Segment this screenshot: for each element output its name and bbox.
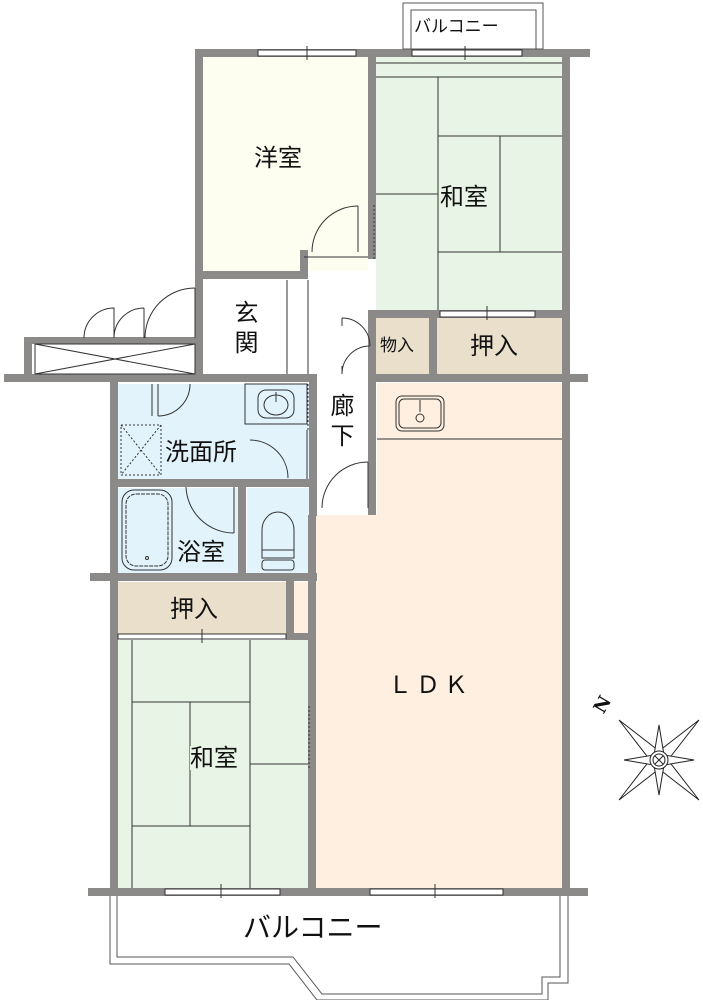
wall — [90, 573, 317, 581]
wall — [195, 49, 203, 280]
japanese-room-south-label: 和室 — [190, 744, 238, 772]
wall — [24, 337, 32, 377]
wall — [110, 374, 118, 895]
wall — [368, 49, 376, 259]
western-room-label: 洋室 — [254, 144, 302, 172]
ldk-lower — [316, 515, 386, 888]
balcony-north-label: バルコニー — [414, 17, 499, 37]
washroom — [118, 384, 310, 479]
japanese-room-north-label: 和室 — [440, 183, 488, 211]
wall — [429, 310, 437, 380]
wall — [368, 310, 376, 515]
bathroom-label: 浴室 — [177, 538, 225, 566]
wall — [110, 479, 238, 487]
wall — [562, 49, 570, 895]
toilet — [247, 488, 309, 573]
wall — [309, 374, 317, 516]
washroom-label: 洗面所 — [165, 438, 237, 466]
ldk-label: ＬＤＫ — [388, 671, 472, 699]
wall — [195, 271, 305, 279]
storage-small — [376, 318, 429, 374]
wall — [195, 49, 590, 57]
wall — [88, 888, 588, 896]
hallway-label: 廊下 — [326, 393, 354, 453]
ldk — [377, 383, 562, 888]
wall — [195, 280, 203, 380]
western-room-notch — [203, 255, 303, 271]
wall — [24, 337, 196, 344]
wall — [4, 374, 316, 382]
storage-small-label: 物入 — [380, 336, 414, 356]
western-room — [203, 57, 368, 271]
closet-north-label: 押入 — [470, 332, 518, 360]
wall — [286, 633, 316, 640]
entrance-label: 玄関 — [230, 300, 258, 360]
wall — [300, 250, 308, 279]
compass-rose — [618, 719, 700, 801]
wall — [368, 374, 588, 382]
wall — [286, 573, 294, 640]
wall — [308, 515, 316, 895]
closet-south — [118, 582, 286, 634]
wall — [240, 479, 317, 487]
balcony-south-label: バルコニー — [243, 911, 383, 944]
closet-south-label: 押入 — [170, 595, 218, 623]
wall — [238, 479, 246, 579]
closet-north — [437, 318, 562, 374]
